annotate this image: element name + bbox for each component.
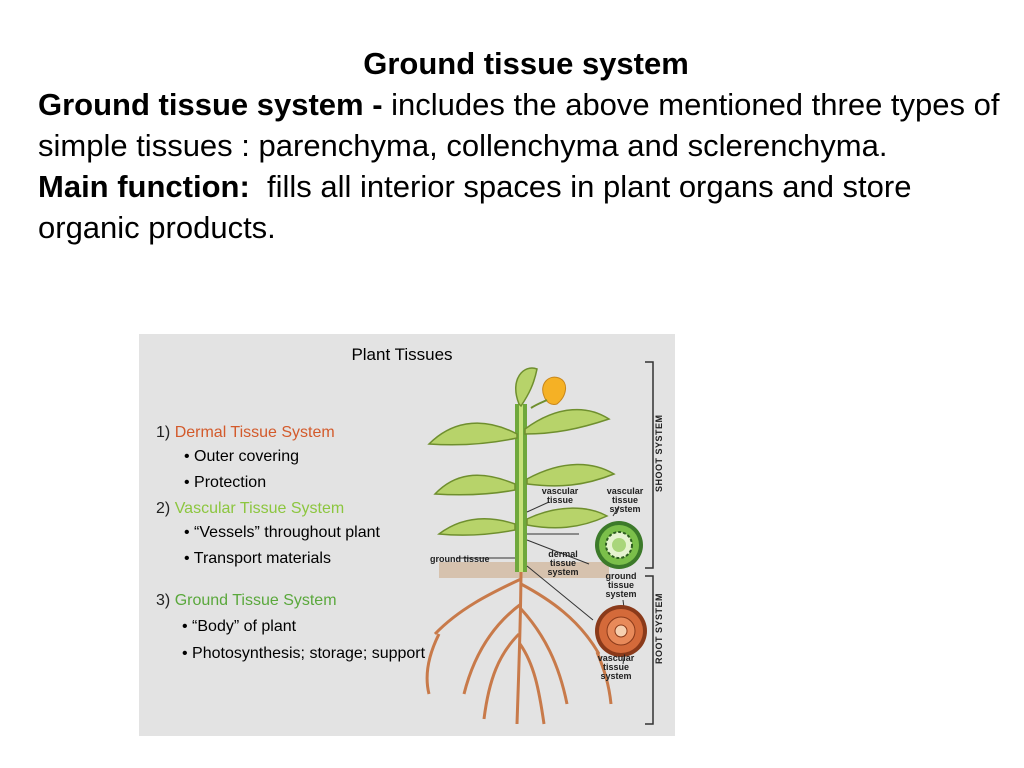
label-ground-tissue-system: ground tissue system [605,571,637,599]
legend-bullet: • “Vessels” throughout plant [184,524,380,541]
definition-paragraph: Ground tissue system - includes the abov… [38,84,1013,166]
definition-text: includes the above mentioned three types… [38,87,1000,163]
legend-number: 2) [156,500,171,517]
label-dermal-tissue-system: dermal tissue system [547,549,579,577]
flower-icon [530,376,566,409]
legend-name: Dermal Tissue System [174,424,335,441]
stem-cross-section-icon [595,521,643,569]
function-paragraph: Main function: fills all interior spaces… [38,166,1013,248]
legend-bullet: • Photosynthesis; storage; support [182,645,426,662]
legend-bullet: • “Body” of plant [182,618,297,635]
label-vascular-tissue-system-bottom: vascular tissue system [597,653,635,681]
legend-bullet: • Outer covering [184,448,299,465]
root-cross-section-icon [595,605,647,657]
function-text: fills all interior spaces in plant organ… [38,169,921,245]
legend-name: Vascular Tissue System [174,500,345,517]
legend-bullet: • Transport materials [184,550,331,567]
roots-icon [425,565,613,725]
legend-name: Ground Tissue System [174,592,337,609]
root-system-label: ROOT SYSTEM [654,592,664,664]
plant-illustration [425,361,654,725]
legend-item-dermal: 1) Dermal Tissue System [156,424,335,442]
stem-icon [515,404,527,572]
legend-item-vascular: 2) Vascular Tissue System [156,500,344,518]
label-vascular-tissue-system-top: vascular tissue system [606,486,644,514]
leaves-icon [427,367,616,536]
label-vascular-tissue: vascular tissue [541,486,579,505]
shoot-system-label: SHOOT SYSTEM [654,414,664,492]
legend-item-ground: 3) Ground Tissue System [156,592,337,610]
legend-number: 1) [156,424,171,441]
definition-term: Ground tissue system - [38,87,383,122]
figure-title: Plant Tissues [351,345,453,364]
plant-tissues-figure: Plant Tissues 1) Dermal Tissue System • … [139,334,675,736]
legend-bullet: • Protection [184,474,267,491]
legend-number: 3) [156,592,171,609]
label-ground-tissue: ground tissue [430,554,490,564]
slide-body: Ground tissue system - includes the abov… [38,84,1013,248]
slide-title: Ground tissue system [363,46,689,81]
function-term: Main function: [38,169,250,204]
